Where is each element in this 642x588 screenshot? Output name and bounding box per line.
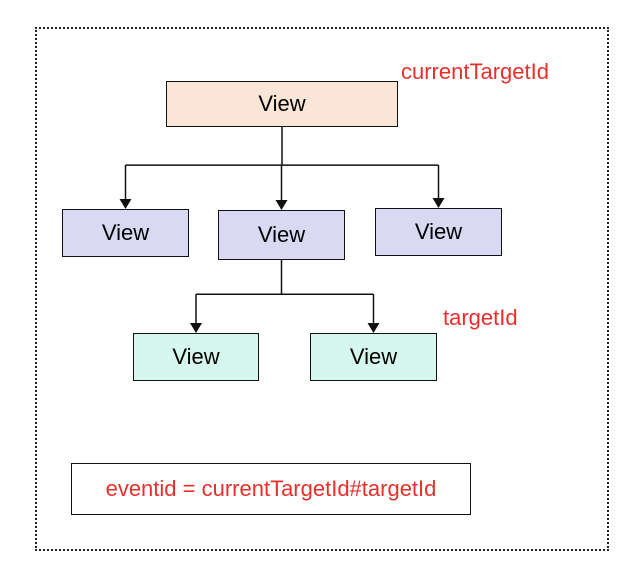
node-label: View <box>101 220 150 245</box>
node-mid-left-view: View <box>62 209 189 257</box>
node-leaf-right-view: View <box>310 333 437 381</box>
node-root-view: View <box>166 81 398 127</box>
target-annotation: targetId <box>443 305 518 330</box>
formula-text: eventid = currentTargetId#targetId <box>105 476 437 501</box>
node-label: View <box>349 344 398 369</box>
node-label: View <box>258 91 306 116</box>
node-label: View <box>172 344 220 369</box>
diagram-frame <box>35 27 609 551</box>
node-leaf-left-view: View <box>133 333 259 381</box>
node-label: View <box>414 219 463 244</box>
current-target-annotation: currentTargetId <box>401 59 549 84</box>
edge-group <box>119 127 445 333</box>
node-mid-center-view: View <box>218 210 345 260</box>
node-label: View <box>257 222 306 247</box>
formula-box: eventid = currentTargetId#targetId <box>71 463 471 515</box>
node-mid-right-view: View <box>375 208 502 256</box>
